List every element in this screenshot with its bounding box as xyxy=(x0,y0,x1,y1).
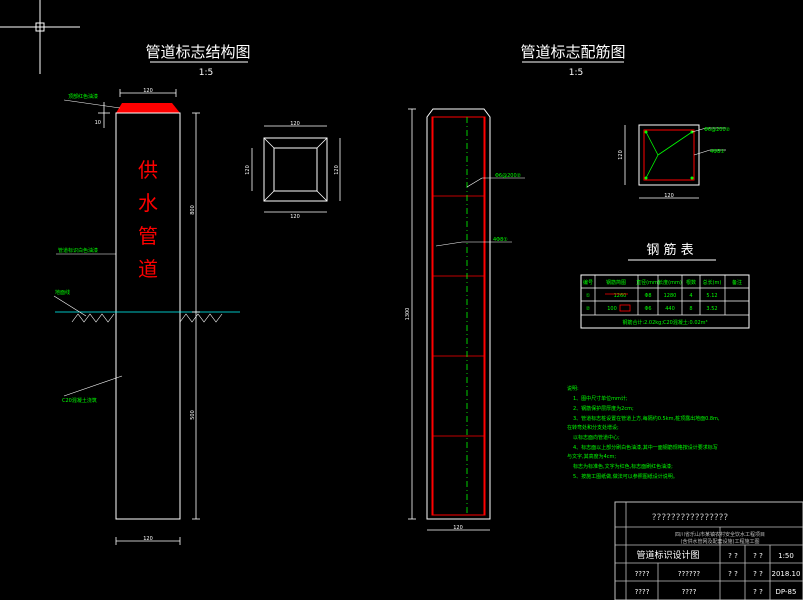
tb-project-2: (含供水管网及配套设施)工程施工图 xyxy=(681,538,760,545)
left-view-scale: 1:5 xyxy=(199,68,213,78)
tb-r1-c2: ?????? xyxy=(678,570,701,578)
tb-project-1: 四川省乐山市某镇农村安全饮水工程项目 xyxy=(675,531,765,538)
tb-cell-b: ? ? xyxy=(728,570,738,578)
tb-cell-scale: 1:50 xyxy=(778,552,794,560)
r2-dia: Φ6 xyxy=(644,306,651,312)
post-outline xyxy=(115,112,181,520)
right-view-scale: 1:5 xyxy=(569,68,583,78)
tb-r2-c3: ? ? xyxy=(753,588,763,596)
label-ground: 地面线 xyxy=(55,289,70,296)
sec-b-dim-width: 120 xyxy=(664,193,674,199)
r1-no: ① xyxy=(586,293,591,299)
note-line-9: 5、按施工图纸做,做法可以参照图纸设计说明。 xyxy=(573,473,678,480)
r2-len: 440 xyxy=(665,306,675,312)
note-line-6: 4、标志面以上部分刷白色油漆,其中一面钢筋规格按设计要求标写 xyxy=(573,444,718,451)
r1-dia: Φ8 xyxy=(644,293,651,299)
dim-cap: 10 xyxy=(95,120,101,126)
sec-a-dim-top: 120 xyxy=(290,121,300,127)
right-label-main: 4Φ8① xyxy=(493,237,508,243)
tb-company: ???????????????? xyxy=(652,513,729,523)
rebar-table-footer: 钢筋合计:2.02kg;C20混凝土:0.02m³ xyxy=(622,319,707,326)
r2-count: 8 xyxy=(689,306,692,312)
red-cap xyxy=(116,103,180,113)
sec-a-dim-left: 120 xyxy=(245,165,251,175)
post-char-3: 管 xyxy=(138,224,158,248)
dim-upper-height: 800 xyxy=(190,205,196,215)
post-char-2: 水 xyxy=(138,191,158,215)
title-block: ???????????????? 四川省乐山市某镇农村安全饮水工程项目 (含供水… xyxy=(614,501,803,600)
sec-a-dim-bottom: 120 xyxy=(290,214,300,220)
r1-sketch: 1260 xyxy=(614,293,627,299)
th-count: 根数 xyxy=(686,279,696,286)
tb-r2-c4: DP-85 xyxy=(776,588,797,596)
note-line-2: 2、钢筋保护层厚度为2cm; xyxy=(573,405,634,412)
notes-heading: 说明: xyxy=(567,385,579,392)
tb-r1-c4: 2018.10 xyxy=(772,570,801,578)
crosshair-cursor xyxy=(0,0,80,74)
r2-total: 3.52 xyxy=(706,306,717,312)
th-total: 总长(m) xyxy=(703,279,722,286)
th-no: 编号 xyxy=(583,279,593,286)
sec-a-dim-right: 120 xyxy=(334,165,340,175)
note-line-7: 与文字,其高度为4cm; xyxy=(567,453,616,460)
dim-bottom-width: 120 xyxy=(143,536,153,542)
th-len: 长度(mm) xyxy=(658,279,682,286)
note-line-1: 1、图中尺寸单位mm计; xyxy=(573,395,628,402)
dim-top-width: 120 xyxy=(143,88,153,94)
right-label-stirrup: Φ6@200② xyxy=(495,173,522,179)
ground-hatch xyxy=(71,313,223,323)
r2-no: ② xyxy=(586,306,591,312)
notes: 说明: 1、图中尺寸单位mm计; 2、钢筋保护层厚度为2cm; 3、管道标志桩设… xyxy=(567,385,720,480)
tb-cell-a: ? ? xyxy=(728,552,738,560)
right-view-title: 管道标志配筋图 xyxy=(520,43,625,61)
rebar-table-title: 钢 筋 表 xyxy=(646,242,693,258)
r1-count: 4 xyxy=(689,293,692,299)
dim-lower-height: 500 xyxy=(190,410,196,420)
post-char-4: 道 xyxy=(138,257,158,281)
tb-r2-c1: ???? xyxy=(635,588,650,596)
right-dim-width: 120 xyxy=(453,525,463,531)
label-concrete: C20混凝土浇筑 xyxy=(62,397,97,404)
th-note: 备注 xyxy=(732,279,742,286)
sec-b-dim-height: 120 xyxy=(618,150,624,160)
note-line-8: 标志为标准色,文字为红色,标志面刷红色油漆; xyxy=(573,463,673,470)
post-char-1: 供 xyxy=(138,158,158,182)
label-white-paint: 管道标识白色油漆 xyxy=(58,247,98,254)
right-dim-height: 1300 xyxy=(405,308,411,321)
r1-len: 1280 xyxy=(664,293,677,299)
left-structure-view: 管道标志结构图 1:5 120 供 水 管 道 800 500 10 xyxy=(53,43,251,545)
note-line-4: 在转弯处和分支处增设; xyxy=(567,424,619,431)
r2-sketch: 100 xyxy=(607,306,617,312)
r1-total: 5.12 xyxy=(706,293,717,299)
right-rebar-view: 管道标志配筋图 1:5 Φ6@200② 4Φ8① 1300 120 xyxy=(405,43,626,531)
sec-b-label-stirrup: Φ6@200② xyxy=(704,127,731,133)
label-red-cap: 顶部红色油漆 xyxy=(68,93,98,100)
tb-r1-c1: ???? xyxy=(635,570,650,578)
tb-cell-scale-label: ? ? xyxy=(753,552,763,560)
th-sketch: 钢筋简图 xyxy=(606,279,626,286)
tb-r1-c3: ? ? xyxy=(753,570,763,578)
note-line-5: 以标志面向管道中心; xyxy=(573,434,620,441)
section-a: 120 120 120 120 xyxy=(245,121,341,220)
tb-r2-c2: ???? xyxy=(682,588,697,596)
note-line-3: 3、管道标志桩设置在管道上方,每隔约0.5km,桩顶露出地面0.8m, xyxy=(573,415,720,422)
left-view-title: 管道标志结构图 xyxy=(145,43,250,61)
tb-drawing-title: 管道标识设计图 xyxy=(636,549,699,561)
section-b: Φ6@200② 4Φ8① 120 120 xyxy=(618,124,731,199)
sec-b-label-main: 4Φ8① xyxy=(710,149,725,155)
rebar-table: 钢 筋 表 编号 钢筋简图 直径(mm) 长度(mm) 根数 总长(m) 备注 … xyxy=(580,242,750,329)
th-dia: 直径(mm) xyxy=(636,279,660,286)
